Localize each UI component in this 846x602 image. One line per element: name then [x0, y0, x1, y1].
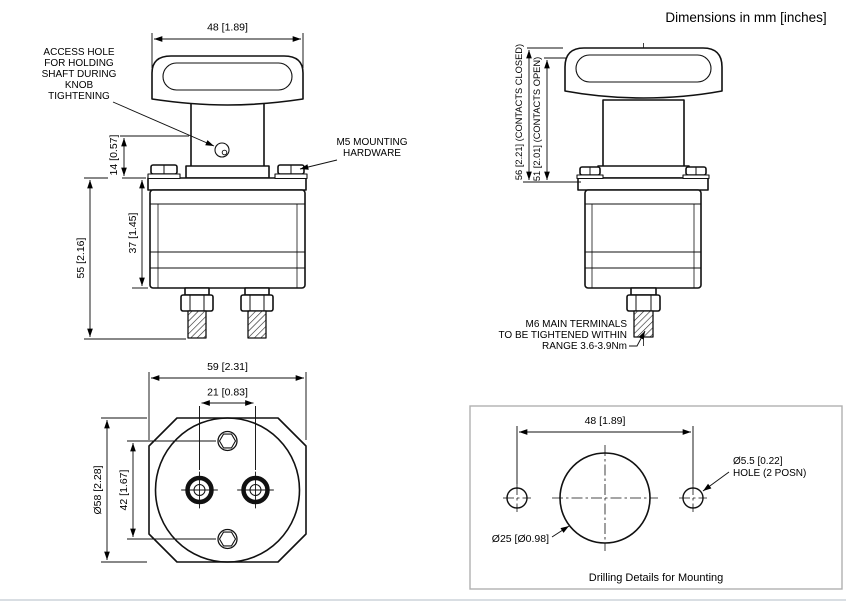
access-hole-label: ACCESS HOLE FOR HOLDING SHAFT DURING KNO…	[42, 47, 117, 102]
screw-bottom-bottomview	[217, 528, 238, 550]
dim-body-height: 37 [1.45]	[127, 212, 139, 253]
m6-label-line3: RANGE 3.6-3.9Nm	[542, 341, 627, 352]
m5-label: M5 MOUNTING HARDWARE	[336, 137, 407, 159]
m6-leader	[629, 330, 646, 347]
front-view-dimensions: 48 [1.89] 14 [0.57] 37 [1.45] 55 [2.16]	[75, 22, 338, 340]
switch-body	[149, 189, 306, 289]
switch-body-side	[584, 189, 702, 289]
estop-knob-side	[564, 47, 723, 99]
access-hole-detail	[221, 149, 228, 156]
hole-size-label-line2: HOLE (2 POSN)	[733, 468, 806, 479]
dim-overall-height: 55 [2.16]	[75, 237, 87, 278]
bottom-view-geometry	[148, 417, 307, 563]
dim-shaft-height: 14 [0.57]	[108, 134, 120, 175]
units-note: Dimensions in mm [inches]	[665, 10, 826, 25]
shaft-collar-side	[597, 165, 690, 179]
m5-label-line2: HARDWARE	[343, 148, 401, 159]
knob-top-face-side	[575, 54, 712, 83]
side-view-geometry	[564, 47, 723, 338]
m6-label: M6 MAIN TERMINALS TO BE TIGHTENED WITHIN…	[498, 319, 627, 352]
bottom-view-dimensions: 59 [2.31] 21 [0.83] 42 [1.67] Ø58 [2.28]	[92, 361, 307, 563]
side-view: 56 [2.21] (CONTACTS CLOSED) 51 [2.01] (C…	[498, 43, 723, 352]
knob-top-face	[162, 62, 293, 91]
shaft-collar	[185, 165, 270, 179]
estop-knob	[151, 55, 304, 106]
m6-label-line2: TO BE TIGHTENED WITHIN	[498, 330, 627, 341]
knob-shaft	[190, 99, 265, 169]
drilling-dimensions: 48 [1.89] Ø25 [Ø0.98]	[492, 415, 730, 545]
access-hole-label-line5: TIGHTENING	[48, 91, 110, 102]
drilling-details: 48 [1.89] Ø25 [Ø0.98] Ø5.5 [0.22] HOLE (…	[469, 405, 843, 590]
terminal-right-bottom	[237, 471, 274, 509]
knob-shaft-side	[602, 99, 685, 169]
mounting-flange-side	[577, 177, 709, 191]
hole-size-leader	[702, 471, 730, 492]
screw-top-bottomview	[217, 430, 238, 452]
access-hole-label-line2: FOR HOLDING	[44, 58, 114, 69]
m5-label-line1: M5 MOUNTING	[336, 137, 407, 148]
drilling-centerlines	[503, 445, 707, 551]
knob-outline-circle	[154, 417, 301, 563]
side-view-dimensions: 56 [2.21] (CONTACTS CLOSED) 51 [2.01] (C…	[514, 44, 646, 347]
terminal-left-bottom	[181, 471, 218, 509]
m5-screw-side-right	[682, 166, 710, 180]
mounting-flange	[147, 177, 307, 191]
front-view-geometry	[147, 55, 308, 339]
centre-hole-leader	[551, 525, 570, 538]
dim-terminal-spacing: 21 [0.83]	[207, 387, 248, 399]
dim-contacts-closed: 56 [2.21] (CONTACTS CLOSED)	[514, 44, 524, 180]
m5-leader	[299, 159, 338, 170]
front-view: 48 [1.89] 14 [0.57] 37 [1.45] 55 [2.16] …	[42, 22, 408, 340]
dim-hole-spacing: 48 [1.89]	[585, 415, 626, 427]
m5-screw-right	[274, 164, 308, 180]
dim-knob-width: 48 [1.89]	[207, 22, 248, 34]
dim-centre-hole: Ø25 [Ø0.98]	[492, 533, 549, 545]
dim-body-width: 59 [2.31]	[207, 361, 248, 373]
hole-size-label: Ø5.5 [0.22] HOLE (2 POSN)	[733, 456, 806, 479]
m6-label-line1: M6 MAIN TERMINALS	[526, 319, 628, 330]
dim-knob-diameter: Ø58 [2.28]	[92, 465, 104, 514]
access-hole-label-line1: ACCESS HOLE	[43, 47, 114, 58]
terminal-right	[240, 287, 274, 339]
access-hole-label-line3: SHAFT DURING	[42, 69, 117, 80]
drilling-caption: Drilling Details for Mounting	[589, 572, 724, 584]
m5-screw-side-left	[576, 166, 604, 180]
bottom-view: 59 [2.31] 21 [0.83] 42 [1.67] Ø58 [2.28]	[92, 361, 307, 563]
dim-contacts-open: 51 [2.01] (CONTACTS OPEN)	[532, 57, 542, 181]
hole-size-label-line1: Ø5.5 [0.22]	[733, 456, 783, 467]
flange-outline	[148, 417, 307, 563]
drilling-details-frame	[469, 405, 843, 590]
terminal-left	[180, 287, 214, 339]
access-hole-label-line4: KNOB	[65, 80, 94, 91]
dim-screw-spacing: 42 [1.67]	[118, 469, 130, 510]
m5-screw-left	[147, 164, 181, 180]
terminal-side	[626, 287, 661, 338]
access-hole-leader	[112, 101, 215, 147]
access-hole	[214, 142, 230, 158]
